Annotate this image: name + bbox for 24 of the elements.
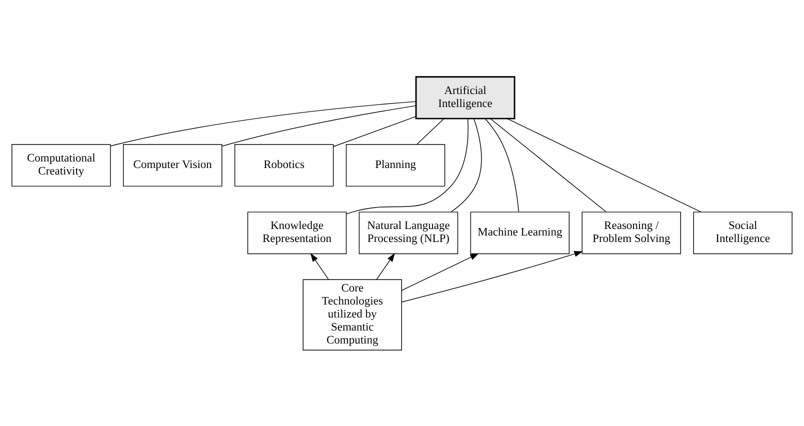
node-box: Knowledge Representation bbox=[247, 211, 347, 254]
node-box: Core Technologies utilized by Semantic Computing bbox=[302, 278, 402, 350]
node-box: Artificial Intelligence bbox=[415, 76, 516, 119]
connector bbox=[416, 118, 444, 144]
node-box: Planning bbox=[346, 144, 446, 186]
connector bbox=[484, 118, 520, 212]
node-box: Reasoning / Problem Solving bbox=[582, 211, 681, 254]
connector bbox=[222, 104, 416, 146]
arrow bbox=[376, 252, 395, 280]
connector bbox=[490, 118, 606, 212]
connector bbox=[110, 100, 416, 146]
node-box: Computational Creativity bbox=[12, 144, 111, 186]
arrow bbox=[310, 252, 329, 280]
node-box: Robotics bbox=[234, 144, 334, 186]
node-box: Social Intelligence bbox=[693, 211, 792, 254]
node-box: Computer Vision bbox=[123, 144, 222, 186]
connector bbox=[346, 118, 468, 214]
node-box: Machine Learning bbox=[470, 211, 570, 254]
connector bbox=[450, 118, 482, 212]
connector bbox=[506, 118, 702, 212]
arrow bbox=[402, 250, 583, 302]
node-box: Natural Language Processing (NLP) bbox=[358, 211, 458, 254]
arrow bbox=[402, 252, 479, 290]
connector bbox=[332, 116, 416, 146]
